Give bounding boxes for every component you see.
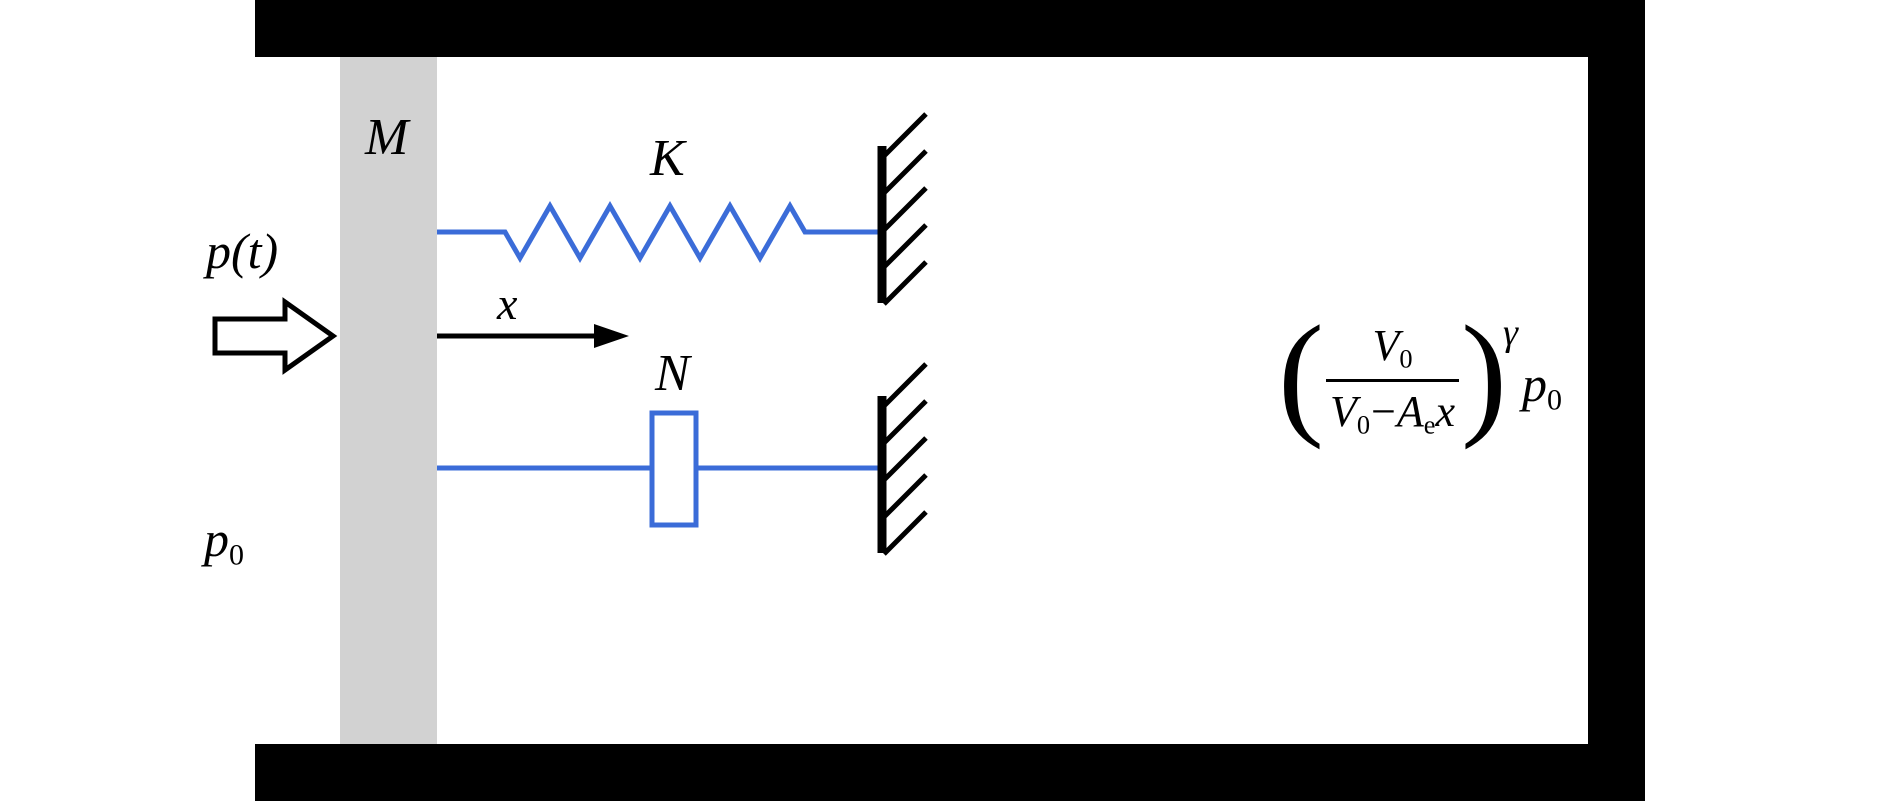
formula-exponent: γ bbox=[1503, 312, 1518, 354]
ambient-pressure-subscript: 0 bbox=[229, 538, 244, 572]
formula-p-base: p bbox=[1521, 355, 1547, 412]
hatch-line bbox=[882, 510, 928, 556]
formula-open-paren: ( bbox=[1278, 297, 1324, 450]
adiabatic-pressure-formula: ( V0 V0−Aex ) γ p0 bbox=[1278, 305, 1562, 455]
formula-denominator: V0−Aex bbox=[1325, 378, 1460, 440]
damper-label: N bbox=[655, 345, 690, 402]
formula-p-term: p0 bbox=[1522, 355, 1562, 417]
hatch-line bbox=[882, 473, 928, 519]
formula-num-v: V bbox=[1372, 321, 1400, 371]
hatch-line bbox=[882, 112, 928, 158]
formula-den-a: A bbox=[1396, 386, 1424, 436]
piston-mass bbox=[340, 57, 437, 744]
mass-label: M bbox=[365, 109, 409, 166]
formula-numerator: V0 bbox=[1368, 320, 1416, 378]
displacement-arrow-head bbox=[594, 324, 629, 348]
ambient-pressure-label: p0 bbox=[204, 514, 244, 570]
upper-fixed-support bbox=[877, 112, 928, 306]
formula-den-v-sub: 0 bbox=[1356, 408, 1371, 439]
hatch-line bbox=[882, 399, 928, 445]
formula-close-paren: ) bbox=[1461, 297, 1507, 450]
input-pressure-label: p(t) bbox=[206, 223, 279, 279]
formula-den-v: V bbox=[1329, 386, 1357, 436]
displacement-label: x bbox=[497, 278, 518, 329]
formula-p-sub: 0 bbox=[1546, 383, 1562, 417]
hatch-line bbox=[882, 436, 928, 482]
damper-body bbox=[649, 410, 699, 528]
hatch-line bbox=[882, 362, 928, 408]
hatch-line bbox=[882, 149, 928, 195]
formula-den-x: x bbox=[1435, 386, 1456, 436]
spring-coil bbox=[437, 200, 880, 264]
hatch-line bbox=[882, 223, 928, 269]
hatch-line bbox=[882, 260, 928, 306]
formula-fraction: V0 V0−Aex bbox=[1325, 320, 1460, 440]
formula-num-sub: 0 bbox=[1399, 343, 1413, 374]
formula-minus: − bbox=[1371, 386, 1396, 436]
ambient-pressure-base: p bbox=[204, 511, 229, 567]
lower-fixed-support bbox=[877, 362, 928, 556]
enclosure-right-wall bbox=[1588, 0, 1645, 801]
enclosure-bottom-wall bbox=[255, 744, 1645, 801]
hatch-line bbox=[882, 186, 928, 232]
formula-den-a-sub: e bbox=[1423, 408, 1436, 439]
spring-label: K bbox=[650, 130, 685, 187]
pressure-block-arrow bbox=[212, 297, 338, 375]
enclosure-top-wall bbox=[255, 0, 1645, 57]
